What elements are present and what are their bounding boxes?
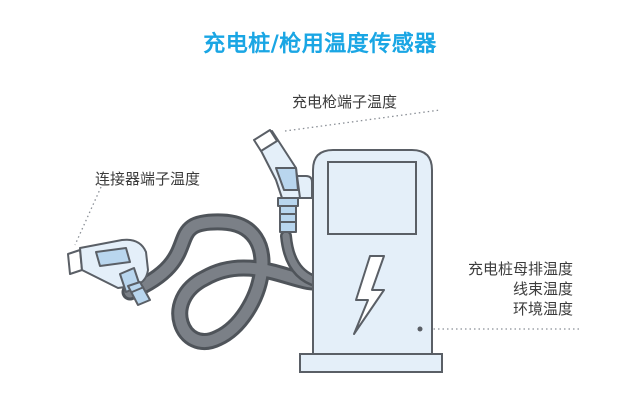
label-busbar-temp: 充电桩母排温度: [467, 260, 573, 278]
charging-station: [312, 149, 433, 355]
label-connector-terminal-temp: 连接器端子温度: [95, 170, 201, 188]
busbar-sensor-dot: [417, 326, 423, 332]
label-ambient-temp: 环境温度: [512, 300, 573, 318]
lightning-bolt-icon: [353, 255, 385, 335]
label-harness-temp: 线束温度: [512, 280, 573, 298]
label-gun-terminal-temp: 充电枪端子温度: [292, 93, 398, 111]
connector-gun: [67, 238, 151, 306]
leader-connector: [74, 186, 102, 246]
leader-gun: [284, 109, 441, 132]
diagram-title: 充电桩/枪用温度传感器: [203, 32, 437, 57]
holstered-gun: [253, 129, 313, 233]
leader-lines: [74, 109, 580, 330]
station-base: [299, 353, 443, 373]
station-screen: [327, 161, 417, 235]
charging-cable: [121, 213, 327, 350]
label-group-station: 充电桩母排温度 线束温度 环境温度: [437, 259, 573, 319]
